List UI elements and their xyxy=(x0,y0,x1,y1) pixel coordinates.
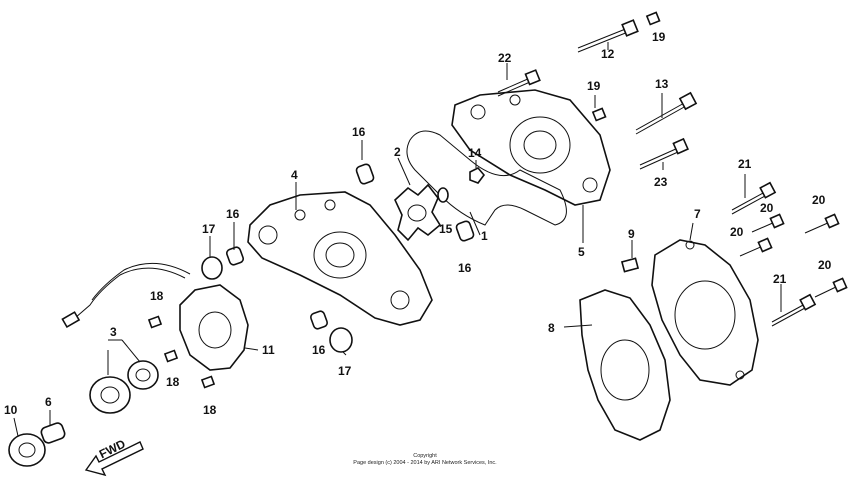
plate-11[interactable] xyxy=(179,284,249,371)
bolt-22[interactable] xyxy=(497,69,541,97)
label-20d: 20 xyxy=(818,258,832,272)
label-18a: 18 xyxy=(150,289,164,303)
label-2: 2 xyxy=(394,145,401,159)
label-9: 9 xyxy=(628,227,635,241)
label-1: 1 xyxy=(481,229,488,243)
bolt-21a[interactable] xyxy=(731,181,777,215)
housing-7[interactable] xyxy=(651,239,759,386)
gasket-8-hole xyxy=(600,339,650,401)
label-14: 14 xyxy=(468,146,482,160)
label-3: 3 xyxy=(110,325,117,339)
part-labels: 1 2 3 4 5 6 7 8 9 10 11 12 13 14 15 16 1… xyxy=(4,30,832,417)
label-20b: 20 xyxy=(760,201,774,215)
label-4: 4 xyxy=(291,168,298,182)
bushing-16c[interactable] xyxy=(226,246,245,266)
label-23: 23 xyxy=(654,175,668,189)
wire-harness xyxy=(74,267,186,319)
bolt-23[interactable] xyxy=(639,137,689,170)
copyright-line-1: Copyright xyxy=(413,453,437,459)
label-13: 13 xyxy=(655,77,669,91)
bolt-20c[interactable] xyxy=(739,237,773,257)
label-20c: 20 xyxy=(730,225,744,239)
label-19a: 19 xyxy=(652,30,666,44)
label-20a: 20 xyxy=(812,193,826,207)
label-10: 10 xyxy=(4,403,18,417)
bolt-18c[interactable] xyxy=(200,375,216,389)
bearing-3[interactable] xyxy=(89,360,159,414)
bolt-19b[interactable] xyxy=(591,107,607,122)
o-ring-17a[interactable] xyxy=(201,256,223,280)
cover-plate-4[interactable] xyxy=(247,191,433,326)
label-12: 12 xyxy=(601,47,615,61)
part-9[interactable] xyxy=(620,257,640,273)
label-16c: 16 xyxy=(458,261,472,275)
bolt-13[interactable] xyxy=(635,91,698,135)
bolt-20a[interactable] xyxy=(804,213,840,234)
seal-15[interactable] xyxy=(437,187,449,203)
label-22: 22 xyxy=(498,51,512,65)
label-8: 8 xyxy=(548,321,555,335)
label-16d: 16 xyxy=(312,343,326,357)
label-6: 6 xyxy=(45,395,52,409)
bolt-18b[interactable] xyxy=(163,349,179,363)
leader-lines xyxy=(13,42,782,437)
bushing-16b[interactable] xyxy=(455,220,475,242)
label-17a: 17 xyxy=(202,222,216,236)
label-21a: 21 xyxy=(738,157,752,171)
collar-10[interactable] xyxy=(8,433,46,467)
bushing-16a[interactable] xyxy=(355,163,375,185)
label-16a: 16 xyxy=(352,125,366,139)
label-18c: 18 xyxy=(203,403,217,417)
label-15: 15 xyxy=(439,222,453,236)
label-18b: 18 xyxy=(166,375,180,389)
bolt-18a[interactable] xyxy=(147,315,163,329)
bolt-20b[interactable] xyxy=(751,213,785,233)
spacer-6[interactable] xyxy=(40,422,66,445)
copyright-line-2: Page design (c) 2004 - 2014 by ARI Netwo… xyxy=(353,460,497,466)
pump-housing-5[interactable] xyxy=(451,89,611,206)
label-17b: 17 xyxy=(338,364,352,378)
label-16b: 16 xyxy=(226,207,240,221)
connector xyxy=(61,311,81,329)
fwd-arrow xyxy=(84,441,144,477)
wire-harness-2 xyxy=(91,262,191,301)
bushing-16d[interactable] xyxy=(310,310,329,330)
o-ring-17b[interactable] xyxy=(329,327,353,353)
label-21b: 21 xyxy=(773,272,787,286)
part-14[interactable] xyxy=(469,167,486,184)
bolt-21b[interactable] xyxy=(771,293,817,327)
label-5: 5 xyxy=(578,245,585,259)
bolt-12[interactable] xyxy=(577,19,639,53)
impeller-2[interactable] xyxy=(394,183,442,242)
gasket-1[interactable] xyxy=(406,130,567,226)
bolt-19a[interactable] xyxy=(645,11,661,26)
label-7: 7 xyxy=(694,207,701,221)
bolt-20d[interactable] xyxy=(814,277,848,298)
gasket-8[interactable] xyxy=(579,289,671,441)
label-19b: 19 xyxy=(587,79,601,93)
label-11: 11 xyxy=(262,343,275,357)
